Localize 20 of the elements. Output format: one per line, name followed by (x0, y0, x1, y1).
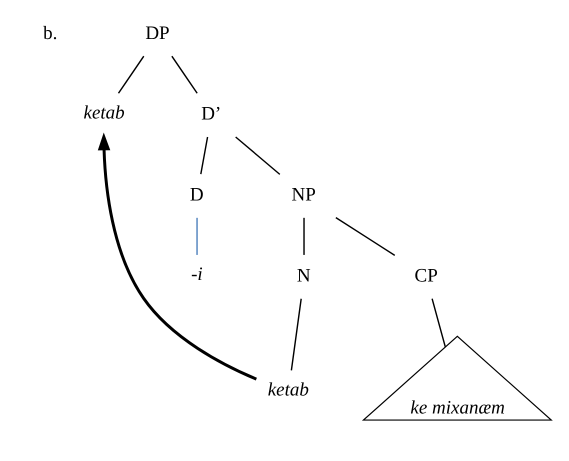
node-text: -i (190, 264, 202, 286)
node-text: DP (144, 22, 170, 44)
node-text: CP (414, 265, 438, 286)
node-text: ketab (83, 102, 124, 124)
arrow (97, 132, 256, 380)
node-text: D (189, 184, 204, 206)
connector (430, 298, 446, 348)
node-text: NP (291, 184, 316, 206)
node-text: N (296, 265, 310, 286)
node-text: D’ (200, 104, 221, 125)
node-text: ketab (267, 379, 308, 400)
connector (334, 217, 395, 256)
connector (200, 136, 208, 174)
connector (290, 298, 302, 370)
connector (234, 136, 280, 175)
label: b. (42, 22, 57, 44)
connector (170, 56, 198, 94)
connector (117, 56, 144, 94)
connector (302, 218, 304, 255)
connector (196, 218, 198, 255)
